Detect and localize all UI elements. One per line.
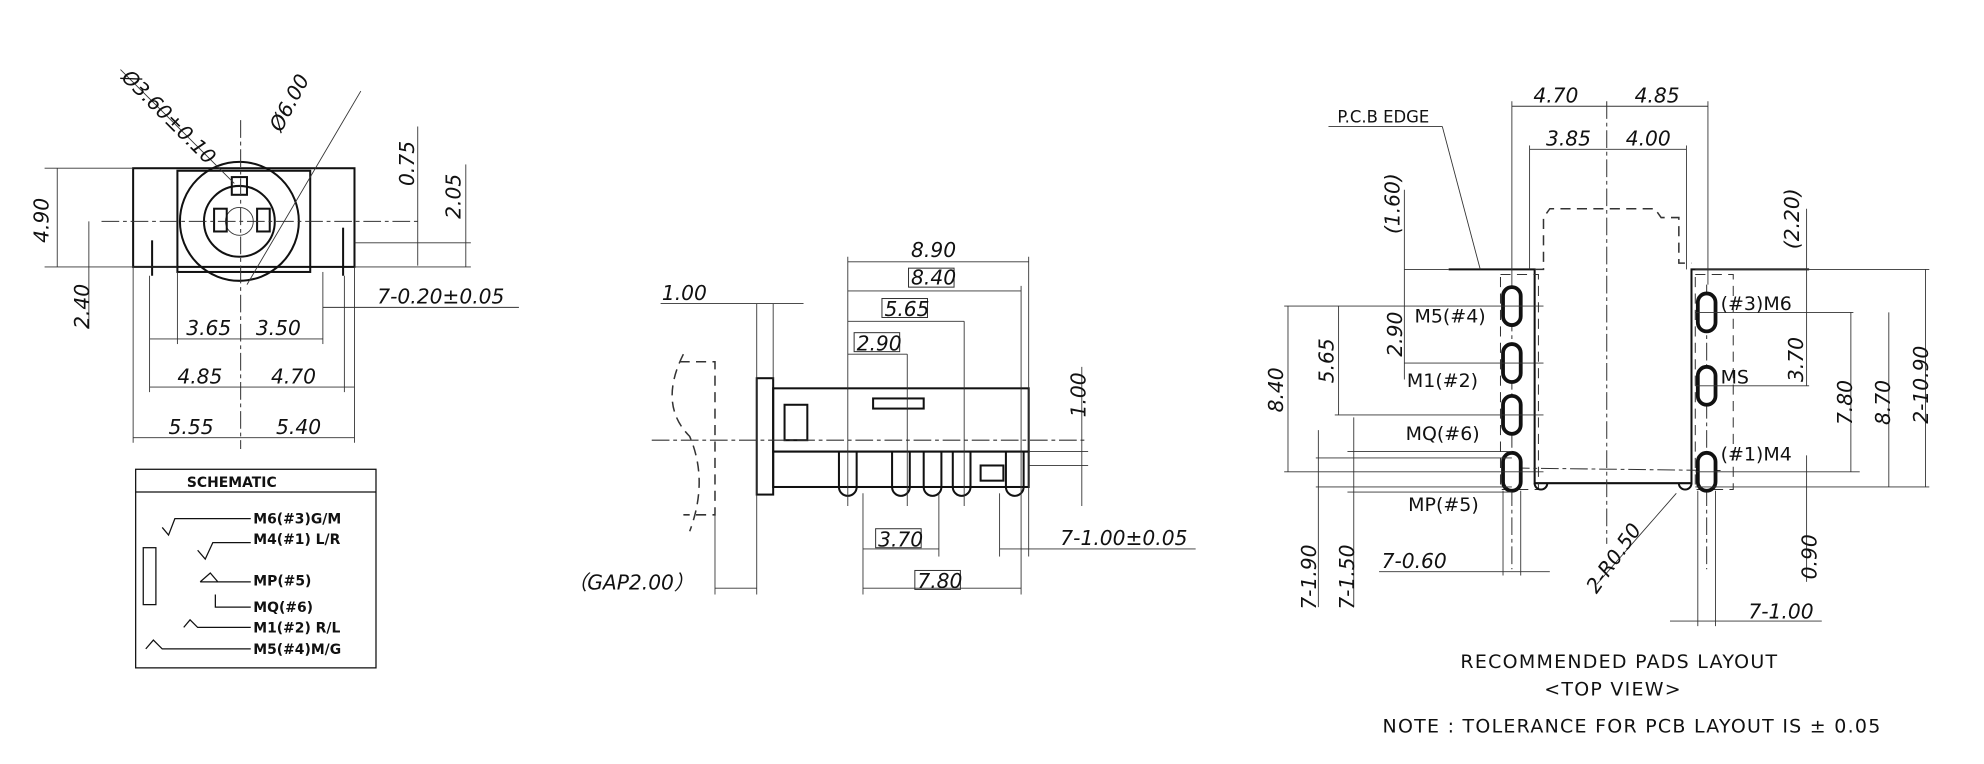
dim-8-40: 8.40	[911, 266, 956, 290]
pad-label: MQ(#6)	[1406, 423, 1480, 445]
dim-5-65: 5.65	[1315, 338, 1339, 383]
dim-2-05: 2.05	[442, 174, 466, 219]
dim-7-1-50: 7-1.50	[1335, 544, 1359, 609]
pads-layout-subtitle: <TOP VIEW>	[1544, 679, 1682, 701]
dim-5-55: 5.55	[169, 415, 214, 439]
schematic-pin: M6(#3)G/M	[253, 512, 341, 528]
schematic-pin: M4(#1) L/R	[253, 532, 340, 548]
dim-2-40: 2.40	[70, 284, 94, 329]
dim-2-90: 2.90	[857, 331, 902, 355]
front-view-outline	[101, 120, 418, 450]
pad-label: (#3)M6	[1721, 293, 1792, 315]
dim-1-00-vertical: 1.00	[1067, 372, 1091, 417]
dim-2-90: 2.90	[1383, 312, 1407, 357]
dim-1-60: (1.60)	[1380, 173, 1404, 234]
schematic-pin: MP(#5)	[253, 574, 311, 590]
schematic-pin: M1(#2) R/L	[253, 620, 340, 636]
schematic-pin: MQ(#6)	[253, 600, 313, 616]
dim-7-1-90: 7-1.90	[1297, 544, 1321, 609]
dim-pin-width: 7-1.00±0.05	[1060, 526, 1187, 550]
dim-4-70: 4.70	[1533, 83, 1578, 107]
dim-4-85: 4.85	[1635, 83, 1680, 107]
dim-1-00-flange: 1.00	[662, 281, 707, 305]
dim-8-90: 8.90	[911, 238, 956, 262]
dim-7-1-00: 7-1.00	[1748, 600, 1813, 624]
schematic: SCHEMATIC M6(#3)G/M M4(#1) L/R MP(#5) MQ…	[135, 468, 377, 669]
pcb-tolerance-note: NOTE : TOLERANCE FOR PCB LAYOUT IS ± 0.0…	[1383, 715, 1882, 737]
dim-4-90: 4.90	[29, 198, 53, 243]
dim-3-50: 3.50	[256, 316, 301, 340]
dim-3-85: 3.85	[1546, 126, 1591, 150]
dim-diameter-inner: Ø3.60±0.10	[116, 64, 221, 169]
dim-7-0-60: 7-0.60	[1382, 549, 1447, 573]
dim-3-65: 3.65	[186, 316, 231, 340]
dim-3-70: 3.70	[1784, 337, 1808, 382]
dim-4-85: 4.85	[177, 364, 222, 388]
dim-2-10-90: 2-10.90	[1909, 346, 1933, 424]
front-view-dim-lines	[44, 69, 519, 443]
dim-4-70: 4.70	[271, 364, 316, 388]
dim-2-20: (2.20)	[1780, 188, 1804, 249]
side-view-outline	[651, 353, 1089, 532]
pad-label: M1(#2)	[1407, 370, 1478, 392]
dim-pin-width: 7-0.20±0.05	[377, 285, 504, 309]
dim-3-70: 3.70	[878, 527, 923, 551]
pads-layout-title: RECOMMENDED PADS LAYOUT	[1460, 651, 1778, 673]
pad-label: MS	[1721, 366, 1749, 388]
pads-dim-lines	[1284, 101, 1930, 627]
dim-8-70: 8.70	[1871, 380, 1895, 425]
dim-diameter-outer: Ø6.00	[264, 70, 314, 136]
dim-5-40: 5.40	[276, 415, 321, 439]
dim-7-80: 7.80	[1833, 380, 1857, 425]
side-view-dim-lines	[660, 256, 1196, 595]
schematic-title: SCHEMATIC	[187, 475, 277, 491]
dim-2-r0-50: 2-R0.50	[1581, 519, 1646, 598]
dim-8-40: 8.40	[1264, 367, 1288, 412]
pads-layout: 4.70 4.85 3.85 4.00 P.C.B EDGE (1.60) (2…	[1264, 83, 1933, 737]
pad-label: M5(#4)	[1414, 306, 1485, 328]
pad-label: MP(#5)	[1408, 494, 1479, 516]
pad-label: (#1)M4	[1721, 443, 1792, 465]
dim-5-65: 5.65	[884, 297, 929, 321]
schematic-pin: M5(#4)M/G	[253, 642, 341, 658]
dim-7-80: 7.80	[917, 569, 962, 593]
dim-4-00: 4.00	[1626, 126, 1671, 150]
front-view: Ø3.60±0.10 Ø6.00 0.75 2.05 4.90 2.40 7-0…	[29, 64, 519, 450]
side-view: 1.00 8.90 8.40 5.65 2.90 1.00 3.70 7-1.0…	[567, 238, 1196, 595]
dim-gap: （GAP2.00）	[567, 570, 694, 594]
pcb-edge-label: P.C.B EDGE	[1337, 108, 1429, 127]
dim-0-75: 0.75	[395, 141, 419, 186]
dim-0-90: 0.90	[1798, 534, 1822, 579]
